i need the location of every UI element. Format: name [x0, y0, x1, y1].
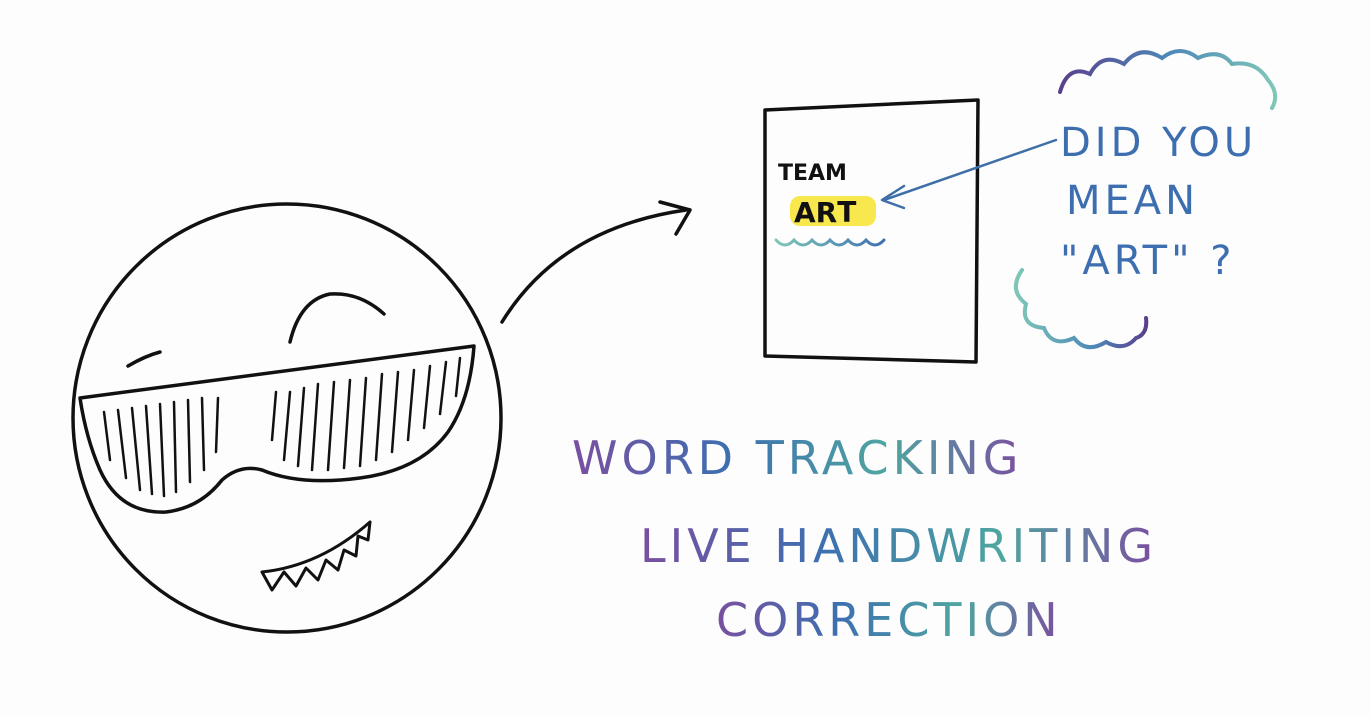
mouth	[260, 520, 372, 574]
suggestion-arrow-icon	[880, 138, 1058, 210]
right-eyebrow	[288, 292, 386, 344]
document-line-team: TEAM	[778, 161, 847, 186]
teeth	[260, 521, 372, 592]
sunglasses-shading	[102, 356, 462, 498]
thought-bubble-bottom-icon	[1014, 268, 1149, 350]
thought-bubble-top-icon	[1058, 49, 1278, 110]
document-sketch: TEAM ARΤ	[763, 98, 980, 364]
face-outline	[71, 202, 503, 634]
cool-face-icon	[71, 202, 503, 634]
spellcheck-squiggle	[774, 237, 886, 247]
bubble-line-1: DID YOU	[1060, 120, 1257, 166]
sunglasses-icon	[78, 344, 476, 514]
document-line-misspelled-word: ARΤ	[794, 196, 856, 229]
left-eyebrow	[126, 350, 162, 368]
caption-line-2: LIVE HANDWRITING	[640, 519, 1157, 573]
caption-line-1: WORD TRACKING	[572, 431, 1022, 485]
bubble-line-3: "ART" ?	[1060, 238, 1235, 284]
document-outline	[763, 98, 980, 364]
word-highlight	[790, 196, 876, 226]
curved-arrow-icon	[500, 200, 692, 324]
bubble-line-2: MEAN	[1066, 178, 1199, 224]
caption-line-3: CORRECTION	[716, 593, 1062, 647]
